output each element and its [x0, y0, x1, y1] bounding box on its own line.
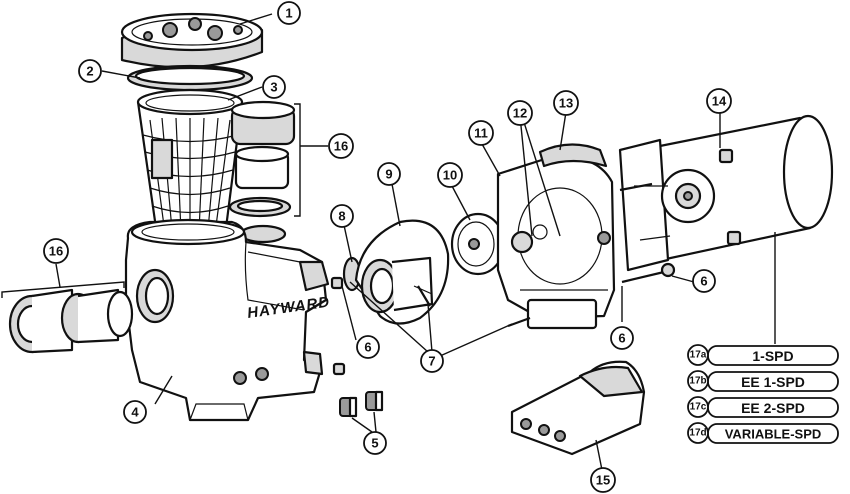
callout-10: 10	[437, 162, 463, 188]
callout-12: 12	[507, 100, 533, 126]
svg-text:VARIABLE-SPD: VARIABLE-SPD	[725, 427, 822, 442]
callout-2: 2	[78, 59, 102, 83]
svg-text:5: 5	[371, 436, 378, 451]
svg-text:EE 1-SPD: EE 1-SPD	[741, 374, 805, 390]
callout-8: 8	[330, 204, 354, 228]
motor-studs	[619, 182, 676, 284]
svg-text:7: 7	[428, 354, 435, 369]
bracket-16-left	[1, 263, 125, 298]
callout-7: 7	[420, 349, 444, 373]
impeller	[450, 212, 506, 276]
callout-6-left: 6	[356, 335, 380, 359]
callout-15: 15	[590, 467, 616, 493]
bracket-16-upper	[294, 103, 328, 217]
diffuser	[354, 219, 450, 325]
callout-11: 11	[468, 120, 494, 146]
motor-option-17b: 17b EE 1-SPD	[687, 370, 839, 392]
svg-text:16: 16	[49, 244, 63, 259]
leader-5	[351, 411, 377, 433]
leader-15	[595, 439, 603, 471]
callout-14: 14	[706, 88, 732, 114]
svg-text:13: 13	[559, 96, 573, 111]
svg-text:12: 12	[513, 106, 527, 121]
union-fitting-upper	[228, 100, 296, 244]
drain-plugs	[339, 390, 384, 418]
callout-6-right: 6	[692, 269, 716, 293]
svg-text:6: 6	[364, 340, 371, 355]
svg-text:4: 4	[131, 405, 139, 420]
callout-13: 13	[553, 90, 579, 116]
callout-6-lower: 6	[610, 326, 634, 350]
svg-text:14: 14	[712, 94, 727, 109]
svg-text:16: 16	[334, 139, 348, 154]
svg-text:6: 6	[618, 331, 625, 346]
svg-text:1-SPD: 1-SPD	[752, 348, 793, 364]
svg-text:3: 3	[270, 80, 277, 95]
callout-1: 1	[277, 1, 301, 25]
strainer-basket	[136, 88, 244, 236]
svg-text:17c: 17c	[690, 402, 707, 413]
callout-16-left: 16	[43, 238, 69, 264]
svg-text:10: 10	[443, 168, 457, 183]
svg-text:1: 1	[285, 6, 292, 21]
callout-4: 4	[123, 400, 147, 424]
callout-9: 9	[377, 162, 401, 186]
lid-o-ring	[126, 64, 254, 92]
housing-nuts	[330, 276, 346, 376]
motor-option-17d: 17d VARIABLE-SPD	[687, 422, 839, 444]
callout-16-upper: 16	[328, 133, 354, 159]
union-fitting-left	[8, 288, 134, 354]
leader-6-left	[341, 285, 357, 341]
svg-text:2: 2	[86, 64, 93, 79]
svg-text:6: 6	[700, 274, 707, 289]
svg-text:17a: 17a	[690, 350, 707, 361]
callout-5: 5	[363, 431, 387, 455]
motor	[618, 114, 834, 272]
leader-7	[349, 281, 513, 357]
motor-options-list: 17a 1-SPD 17b EE 1-SPD 17c EE 2-SPD 17d …	[687, 344, 839, 444]
leader-lines	[101, 13, 776, 405]
svg-text:15: 15	[596, 473, 610, 488]
svg-text:EE 2-SPD: EE 2-SPD	[741, 400, 805, 416]
svg-text:8: 8	[338, 209, 345, 224]
svg-text:11: 11	[474, 126, 488, 141]
seal-plate	[496, 143, 616, 330]
callout-3: 3	[262, 75, 286, 99]
motor-option-17a: 17a 1-SPD	[687, 344, 839, 366]
svg-text:17d: 17d	[689, 428, 706, 439]
motor-option-17c: 17c EE 2-SPD	[687, 396, 839, 418]
callouts: 1 2 3 16 16 4 5 6 7 8 9 10 11 12 13 14 6…	[43, 1, 732, 493]
svg-text:9: 9	[385, 167, 392, 182]
pump-lid	[120, 12, 264, 69]
pump-housing: HAYWARD	[124, 218, 331, 422]
motor-support	[510, 360, 646, 456]
svg-text:17b: 17b	[689, 376, 706, 387]
